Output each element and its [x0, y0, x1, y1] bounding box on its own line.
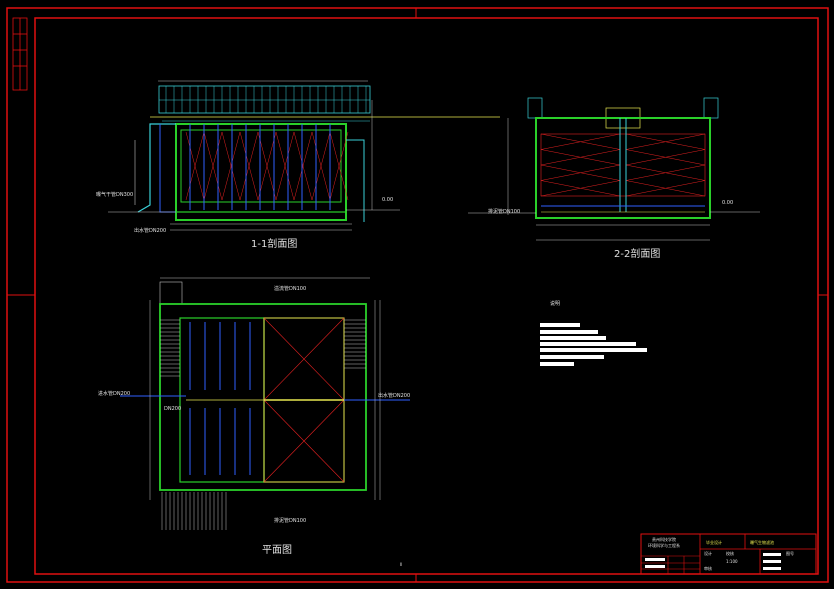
plan-title: 平面图: [262, 544, 292, 556]
pipe-label-c: 进水管DN200: [98, 390, 130, 397]
tb-field-4: 图号: [786, 550, 794, 556]
plan-view: 进水管DN200 出水管DN200 溢流管DN100 排泥管DN100 DN20…: [98, 277, 410, 556]
tb-drawing-name: 曝气生物滤池: [750, 539, 774, 545]
pipe-label-e: 排泥管DN100: [488, 208, 520, 215]
note-line: [540, 336, 606, 340]
tb-school: 贵州科技学院: [652, 536, 676, 542]
bottom-mark: II: [400, 562, 402, 567]
tb-field-3: 审核: [704, 565, 712, 571]
binding-strip: [12, 17, 28, 91]
handrail-1-1: [158, 85, 371, 114]
section-1-1: 曝气干管DN300 出水管DN200 0.00 1-1剖面图: [96, 80, 500, 250]
media-hatch: [540, 133, 621, 150]
note-line: [540, 362, 574, 366]
tb-project: 毕业设计: [706, 539, 722, 545]
note-line: [540, 355, 604, 359]
media-hatch: [203, 131, 223, 201]
pipe-label-b: 出水管DN200: [134, 227, 166, 234]
note-line: [540, 348, 647, 352]
media-hatch: [221, 131, 241, 201]
section-1-title: 1-1剖面图: [251, 237, 297, 250]
media-hatch: [625, 164, 706, 181]
pipe-label-f: 溢流管DN100: [274, 285, 306, 292]
media-hatch: [329, 131, 349, 201]
media-hatch: [311, 131, 331, 201]
sheet-outer-border: [6, 7, 829, 583]
media-hatch: [540, 164, 621, 181]
media-hatch: [257, 131, 277, 201]
media-hatch: [293, 131, 313, 201]
pipe-label-g: DN200: [164, 406, 181, 412]
sheet-inner-border: [34, 17, 819, 575]
notes-heading: 说明: [550, 300, 560, 307]
media-hatch: [540, 180, 621, 197]
section-2-2: 0.00 排泥管DN100 2-2剖面图: [468, 97, 760, 260]
centering-marks: [7, 8, 828, 582]
note-line: [540, 342, 636, 346]
title-block: 贵州科技学院 环境科学与工程系 毕业设计 曝气生物滤池 1:100 设计 校核 …: [640, 533, 817, 575]
tb-scale: 1:100: [726, 559, 738, 564]
tank-2-2: [535, 117, 711, 219]
tb-dept: 环境科学与工程系: [648, 542, 680, 548]
pipe-label-e2: 排泥管DN100: [274, 517, 306, 524]
note-line: [540, 330, 598, 334]
media-hatch: [540, 149, 621, 166]
note-line: [540, 323, 580, 327]
elevation-b: 0.00: [722, 200, 733, 206]
media-hatch: [625, 133, 706, 150]
notes-block: 说明: [540, 300, 647, 366]
media-hatch: [275, 131, 295, 201]
plan-outer-wall: [159, 303, 367, 491]
media-hatch: [625, 180, 706, 197]
section-2-title: 2-2剖面图: [614, 247, 660, 260]
media-hatch: [185, 131, 205, 201]
pipe-label-d: 出水管DN200: [378, 392, 410, 399]
tb-field-1: 设计: [704, 550, 712, 556]
elevation-a: 0.00: [382, 197, 393, 203]
media-hatch: [239, 131, 259, 201]
media-hatch: [625, 149, 706, 166]
pipe-label-a: 曝气干管DN300: [96, 191, 133, 198]
tb-field-2: 校核: [726, 550, 734, 556]
tank-1-1: [175, 123, 347, 221]
